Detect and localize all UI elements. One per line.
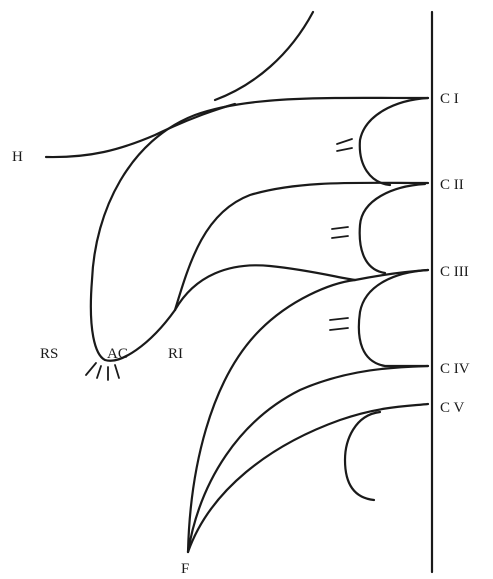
loop-c2-c3 bbox=[360, 184, 425, 273]
label-h: H bbox=[12, 149, 23, 165]
ac-rays bbox=[86, 363, 119, 380]
tick-marks-3 bbox=[330, 318, 348, 330]
label-c1: C I bbox=[440, 91, 459, 107]
top-arc bbox=[215, 12, 313, 100]
tick-marks-1 bbox=[337, 139, 352, 151]
label-c5: C V bbox=[440, 400, 464, 416]
label-c3: C III bbox=[440, 264, 469, 280]
c5-hook bbox=[345, 412, 380, 500]
c2-to-ri-curve bbox=[175, 183, 428, 310]
loop-c1-c2 bbox=[360, 98, 428, 185]
loop-c3-c4 bbox=[359, 270, 428, 366]
f-to-c5-curve bbox=[188, 404, 428, 552]
label-f: F bbox=[181, 561, 189, 577]
label-c2: C II bbox=[440, 177, 464, 193]
label-c4: C IV bbox=[440, 361, 470, 377]
label-ac: AC bbox=[107, 346, 128, 362]
label-rs: RS bbox=[40, 346, 58, 362]
f-to-c4-curve bbox=[188, 366, 428, 552]
label-ri: RI bbox=[168, 346, 183, 362]
main-loop-curve bbox=[91, 98, 428, 361]
tick-marks-2 bbox=[332, 227, 348, 238]
